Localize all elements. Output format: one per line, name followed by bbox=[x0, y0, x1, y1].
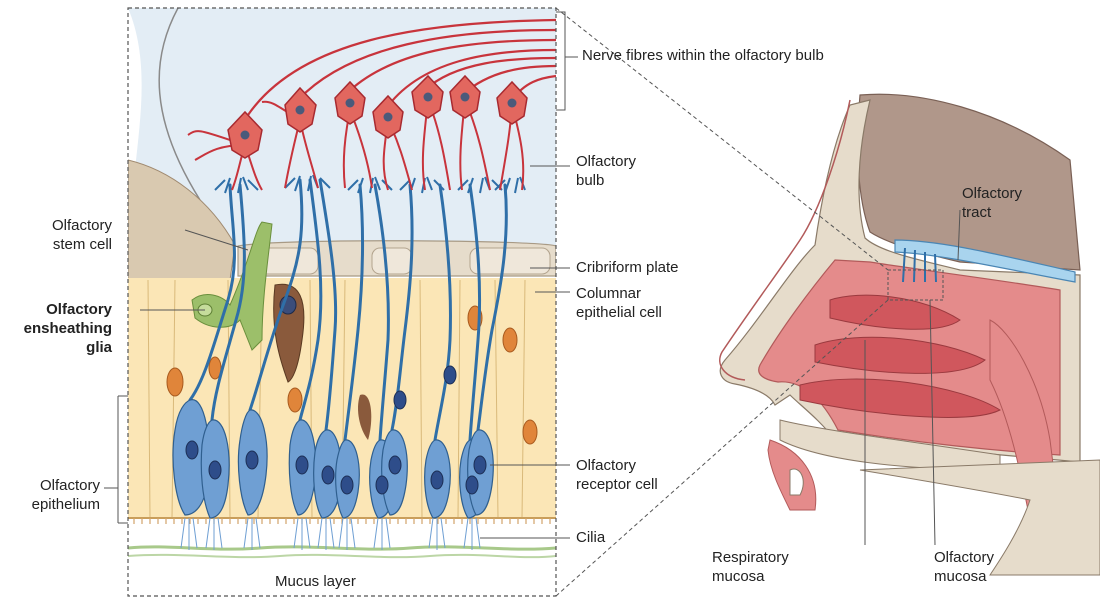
nerve-fibres bbox=[247, 18, 556, 116]
label-respiratory-mucosa: Respiratory mucosa bbox=[712, 549, 789, 585]
label-mucus-layer: Mucus layer bbox=[275, 573, 356, 590]
leader-lines bbox=[104, 7, 961, 597]
label-olfactory-stem-cell: Olfactory stem cell bbox=[51, 217, 112, 253]
mucus-layer bbox=[128, 545, 556, 551]
brain-region bbox=[857, 93, 1081, 271]
label-nerve-fibres: Nerve fibres within the olfactory bulb bbox=[582, 47, 824, 64]
detail-panel bbox=[128, 8, 556, 596]
label-columnar-epithelial-cell: Columnar epithelial cell bbox=[576, 285, 662, 321]
label-olfactory-epithelium: Olfactory epithelium bbox=[31, 477, 100, 513]
label-olfactory-mucosa: Olfactory mucosa bbox=[934, 549, 995, 585]
nasal-anatomy bbox=[719, 93, 1100, 576]
olfactory-tract-shape bbox=[894, 239, 1076, 283]
label-olfactory-tract: Olfactory tract bbox=[962, 185, 1023, 221]
label-olfactory-ensheathing-glia: Olfactory ensheathing glia bbox=[23, 301, 112, 356]
label-cribriform-plate: Cribriform plate bbox=[576, 259, 679, 276]
label-olfactory-receptor-cell: Olfactory receptor cell bbox=[576, 457, 658, 493]
label-cilia: Cilia bbox=[576, 529, 606, 546]
receptor-axons bbox=[188, 178, 508, 442]
label-olfactory-bulb: Olfactory bulb bbox=[576, 153, 637, 189]
